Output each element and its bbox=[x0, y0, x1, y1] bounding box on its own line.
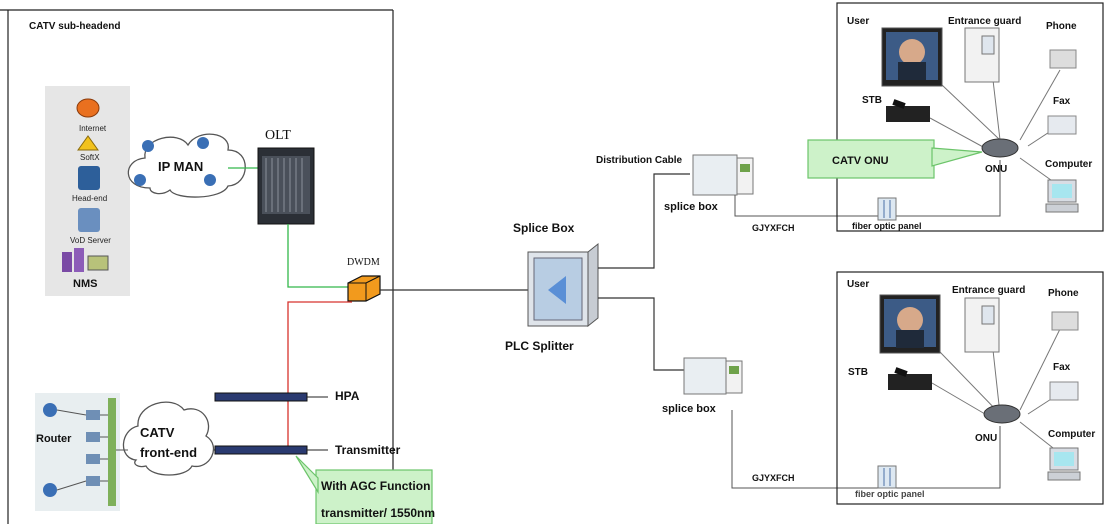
router-label: Router bbox=[36, 433, 72, 445]
premises-bottom-devices bbox=[879, 294, 1081, 481]
transmitter-dwdm-link bbox=[287, 301, 352, 446]
service-icons bbox=[62, 98, 109, 272]
ipman-label: IP MAN bbox=[158, 159, 204, 174]
subheadend-title: CATV sub-headend bbox=[29, 21, 121, 32]
bottom-drop-cable bbox=[731, 410, 1001, 489]
plc-splitter-cabinet-icon bbox=[527, 242, 599, 328]
bottom-cable-label: GJYXFCH bbox=[752, 473, 795, 483]
bottom-panel-label: fiber optic panel bbox=[855, 489, 925, 499]
bottom-splice-box-label: splice box bbox=[662, 403, 716, 415]
dwdm-box-icon bbox=[347, 275, 381, 302]
distribution-cable-label: Distribution Cable bbox=[596, 155, 683, 166]
top-fax-label: Fax bbox=[1053, 96, 1071, 107]
internet-label: Internet bbox=[79, 124, 107, 133]
dwdm-label: DWDM bbox=[347, 257, 380, 268]
hpa-label: HPA bbox=[335, 389, 360, 403]
bottom-fiber-panel-icon bbox=[877, 465, 897, 489]
bottom-computer-label: Computer bbox=[1048, 429, 1096, 440]
splitter-bottom-branch bbox=[598, 297, 684, 371]
bottom-user-label: User bbox=[847, 279, 870, 290]
splice-box-title: Splice Box bbox=[513, 221, 575, 235]
olt-chassis-icon bbox=[257, 147, 315, 225]
top-splice-box-icon bbox=[692, 154, 754, 196]
router-rack-devices bbox=[43, 398, 128, 506]
nms-label: NMS bbox=[73, 278, 98, 290]
transmitter-device-icon bbox=[214, 445, 308, 455]
agc-callout-line2: transmitter/ 1550nm bbox=[321, 506, 436, 520]
top-drop-cable bbox=[734, 160, 1001, 217]
top-computer-label: Computer bbox=[1045, 159, 1093, 170]
top-cable-label: GJYXFCH bbox=[752, 223, 795, 233]
top-phone-label: Phone bbox=[1046, 21, 1077, 32]
bottom-splice-box-icon bbox=[683, 357, 743, 395]
top-stb-label: STB bbox=[862, 95, 882, 106]
bottom-phone-label: Phone bbox=[1048, 288, 1079, 299]
top-panel-label: fiber optic panel bbox=[852, 221, 922, 231]
premises-top-frame bbox=[836, 2, 1104, 232]
bottom-stb-label: STB bbox=[848, 367, 868, 378]
catv-frontend-label-2: front-end bbox=[140, 445, 198, 460]
top-splice-box-label: splice box bbox=[664, 201, 718, 213]
splitter-top-branch bbox=[598, 173, 690, 269]
top-onu-label: ONU bbox=[985, 164, 1008, 175]
softx-label: SoftX bbox=[80, 153, 100, 162]
catv-frontend-cloud-icon bbox=[122, 401, 215, 476]
bottom-fax-label: Fax bbox=[1053, 362, 1071, 373]
ip-man-cloud-icon bbox=[127, 133, 246, 198]
plc-splitter-label: PLC Splitter bbox=[505, 339, 574, 353]
olt-dwdm-link bbox=[287, 224, 352, 288]
top-entrance-label: Entrance guard bbox=[948, 16, 1022, 27]
agc-callout-line1: With AGC Function bbox=[321, 479, 431, 493]
headend-label: Head-end bbox=[72, 194, 108, 203]
olt-label: OLT bbox=[265, 128, 291, 143]
catv-frontend-label-1: CATV bbox=[140, 425, 175, 440]
bottom-onu-label: ONU bbox=[975, 433, 998, 444]
catv-onu-label: CATV ONU bbox=[832, 155, 889, 167]
bottom-entrance-label: Entrance guard bbox=[952, 285, 1026, 296]
catv-onu-callout bbox=[807, 139, 983, 179]
transmitter-label: Transmitter bbox=[335, 443, 401, 457]
agc-callout bbox=[295, 455, 433, 525]
hpa-device-icon bbox=[214, 392, 308, 402]
top-fiber-panel-icon bbox=[877, 197, 897, 221]
top-user-label: User bbox=[847, 16, 870, 27]
premises-bottom-frame bbox=[836, 271, 1104, 505]
vod-server-label: VoD Server bbox=[70, 236, 111, 245]
premises-top-devices bbox=[881, 27, 1079, 213]
